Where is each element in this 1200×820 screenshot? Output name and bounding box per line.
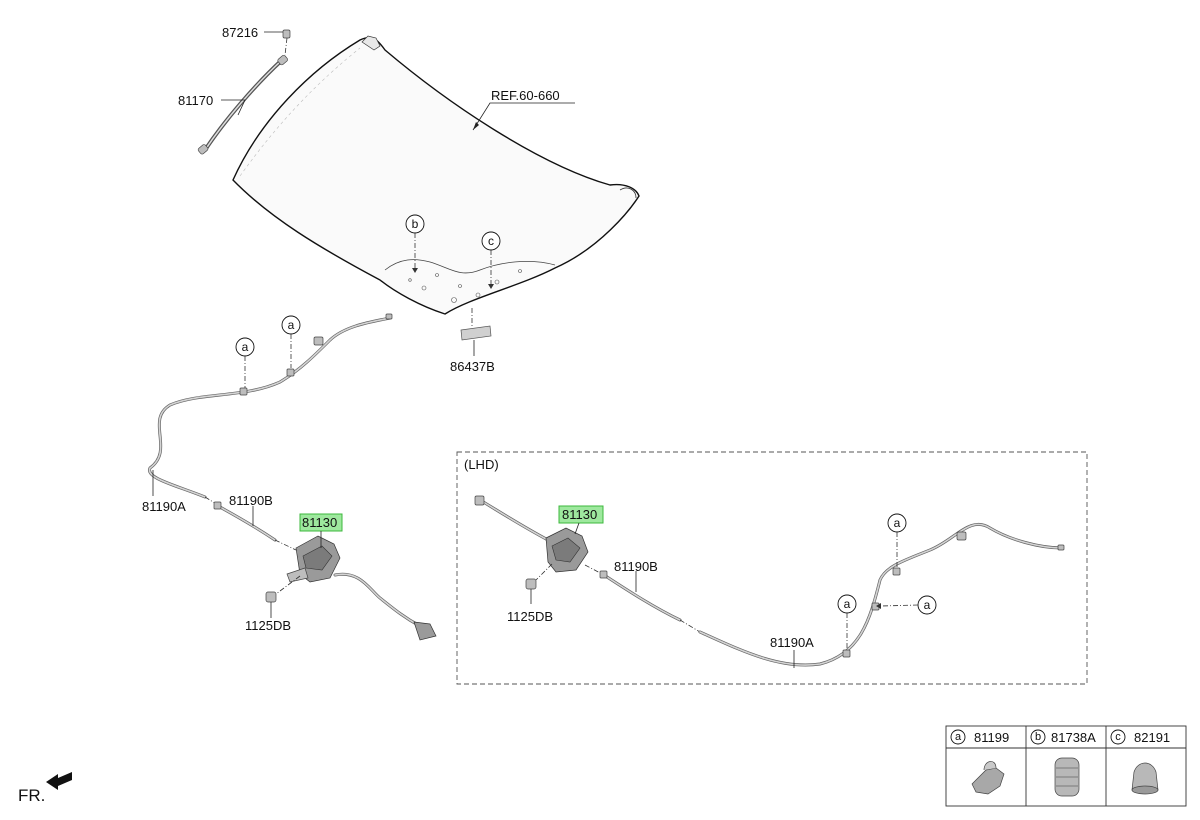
lhd-variant-box — [456, 451, 1088, 685]
part-label-1125DB: 1125DB — [245, 618, 291, 633]
legend-cell-c: c 82191 — [1110, 729, 1170, 745]
grommet-82191-icon — [1131, 762, 1159, 795]
svg-text:b: b — [412, 217, 419, 231]
latch-bolt-1125DB[interactable] — [265, 575, 301, 603]
lhd-part-label-81130: 81130 — [562, 507, 597, 522]
svg-text:c: c — [488, 234, 494, 248]
hood-latch-81130[interactable] — [286, 535, 437, 641]
lhd-release-cable-81190A[interactable] — [698, 522, 1065, 667]
hood-hinge-tab-icon — [361, 35, 381, 51]
front-arrow-icon — [46, 772, 72, 790]
lhd-callout-a-top: a — [887, 513, 907, 567]
release-cable-81190A[interactable] — [148, 313, 393, 499]
part-label-81170: 81170 — [178, 93, 213, 108]
callout-a-left: a — [235, 337, 255, 388]
legend-part-82191: 82191 — [1134, 730, 1170, 745]
legend-cell-b: b 81738A — [1030, 729, 1096, 745]
svg-text:a: a — [955, 731, 962, 743]
hood-stay-rod[interactable] — [197, 54, 288, 155]
part-label-81130: 81130 — [302, 515, 337, 530]
callout-c: c — [481, 231, 501, 289]
stay-rod-clip-icon — [282, 29, 291, 56]
lhd-latch-label-highlight — [558, 505, 604, 524]
clip-81199-icon — [971, 761, 1005, 795]
lhd-label: (LHD) — [464, 457, 499, 472]
legend-cell-a: a 81199 — [950, 729, 1009, 745]
lhd-callout-a-right: a — [876, 595, 937, 615]
hood-panel[interactable] — [232, 36, 640, 315]
callout-b: b — [405, 214, 425, 273]
lhd-latch-bolt-1125DB[interactable] — [525, 563, 553, 590]
svg-text:c: c — [1115, 731, 1121, 743]
ref-label: REF.60-660 — [491, 88, 560, 103]
lhd-hood-latch-81130[interactable] — [474, 495, 589, 573]
part-label-86437B: 86437B — [450, 359, 495, 374]
lhd-part-label-81190A: 81190A — [770, 635, 814, 650]
svg-text:a: a — [894, 516, 901, 530]
bumper-81738A-icon — [1054, 757, 1080, 797]
lhd-release-cable-81190B[interactable] — [584, 564, 701, 633]
svg-text:a: a — [924, 598, 931, 612]
lhd-part-label-1125DB: 1125DB — [507, 609, 553, 624]
callout-a-upper: a — [281, 315, 301, 368]
lhd-callout-a-mid: a — [837, 594, 857, 649]
lhd-part-label-81190B: 81190B — [614, 559, 658, 574]
part-label-81190B: 81190B — [229, 493, 273, 508]
svg-text:a: a — [844, 597, 851, 611]
legend-part-81199: 81199 — [974, 730, 1009, 745]
svg-text:a: a — [288, 318, 295, 332]
svg-text:a: a — [242, 340, 249, 354]
front-direction-label: FR. — [18, 786, 45, 805]
legend-part-81738A: 81738A — [1051, 730, 1096, 745]
svg-text:b: b — [1035, 731, 1041, 743]
seal-strip-86437B[interactable] — [460, 308, 492, 341]
part-label-81190A: 81190A — [142, 499, 186, 514]
release-cable-81190B[interactable] — [204, 496, 297, 551]
part-label-87216: 87216 — [222, 25, 258, 40]
